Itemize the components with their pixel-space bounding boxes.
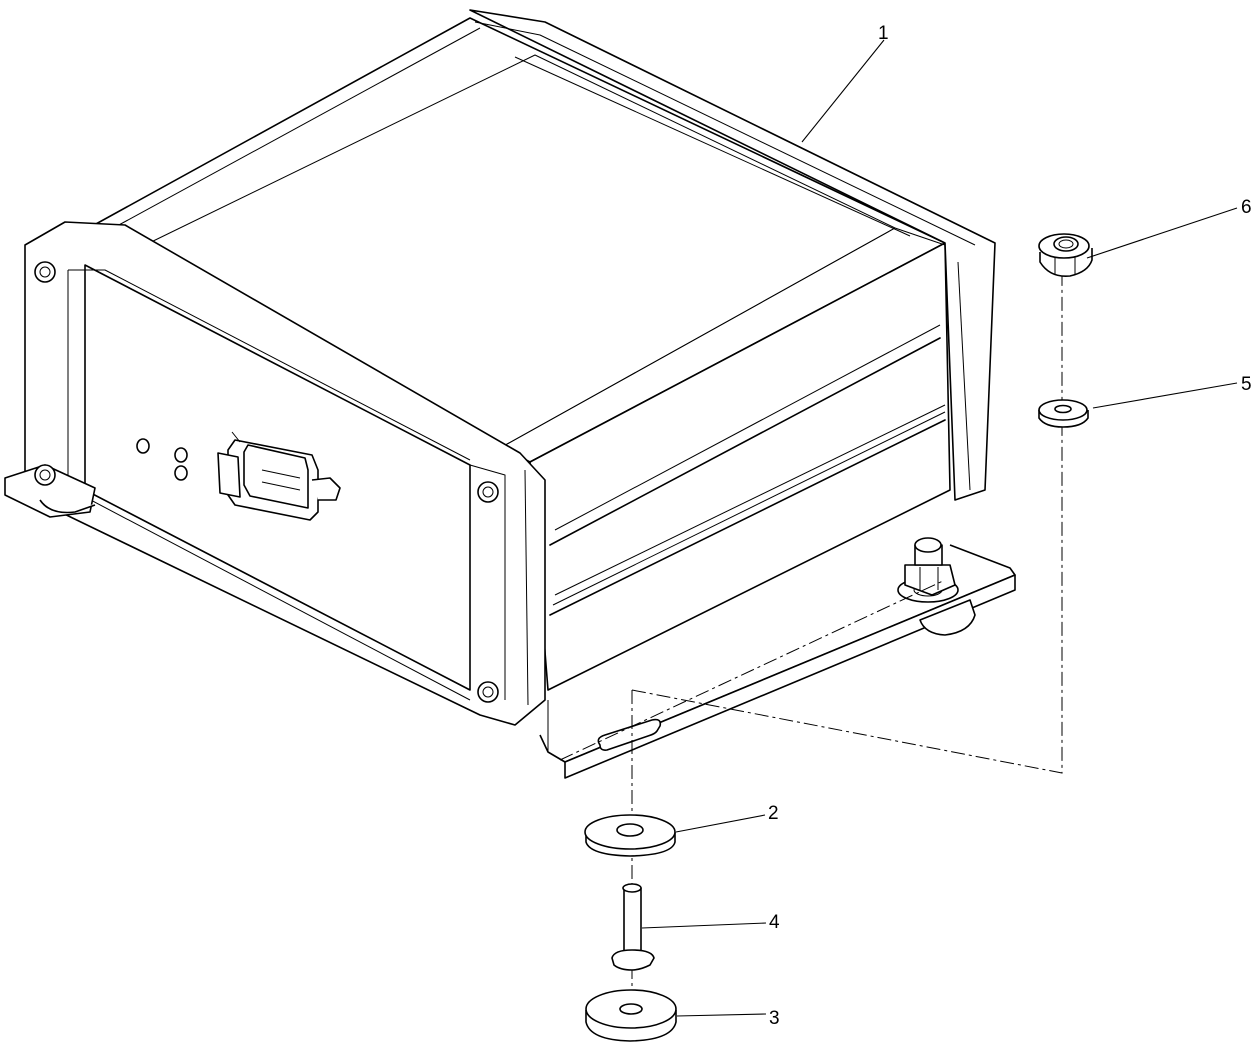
callout-2: 2	[768, 803, 779, 824]
indicator-leds	[136, 438, 188, 481]
callout-3: 3	[769, 1008, 780, 1029]
mounting-bracket	[39, 499, 1016, 779]
corner-screws	[34, 261, 499, 703]
carriage-bolt	[611, 883, 655, 971]
washer-large-bottom	[585, 989, 677, 1042]
controller-housing	[4, 9, 1016, 779]
leader-lines	[641, 39, 1238, 1017]
installed-stud-nut	[897, 537, 959, 603]
callout-5: 5	[1241, 374, 1252, 395]
washer-small	[1038, 399, 1089, 428]
callout-6: 6	[1241, 197, 1252, 218]
callout-1: 1	[878, 23, 889, 44]
lock-nut	[1038, 233, 1093, 278]
callout-4: 4	[769, 912, 780, 933]
connector-icon	[217, 431, 341, 521]
washer-large-top	[584, 814, 676, 857]
